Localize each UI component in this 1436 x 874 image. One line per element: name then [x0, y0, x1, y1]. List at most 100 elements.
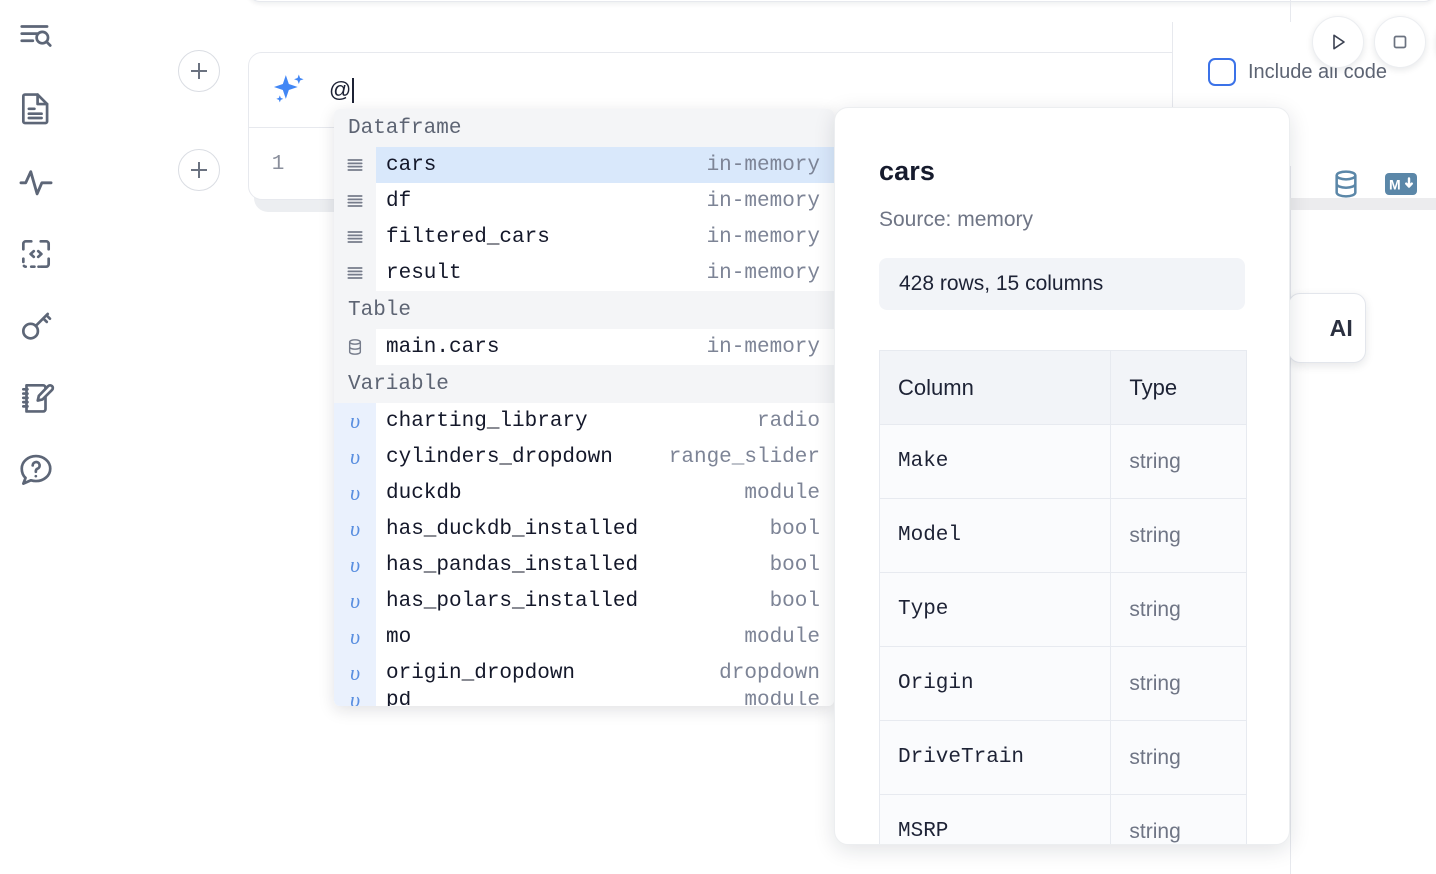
- code-editor-row[interactable]: 1: [249, 128, 1283, 199]
- autocomplete-item-body: origin_dropdown dropdown: [376, 655, 834, 691]
- ai-prompt-value: @: [329, 77, 352, 102]
- variable-icon: υ: [334, 511, 376, 547]
- autocomplete-item-type: in-memory: [706, 153, 820, 177]
- database-icon[interactable]: [1330, 168, 1362, 205]
- autocomplete-item[interactable]: main.cars in-memory: [334, 329, 834, 365]
- autocomplete-item-name: duckdb: [386, 481, 462, 505]
- autocomplete-item[interactable]: cars in-memory: [334, 147, 834, 183]
- autocomplete-item-name: pd: [386, 691, 412, 706]
- cell-column-type: string: [1110, 646, 1247, 721]
- autocomplete-item-body: cars in-memory: [376, 147, 834, 183]
- column-header-column: Column: [878, 350, 1112, 425]
- autocomplete-item-type: module: [744, 625, 820, 649]
- autocomplete-item-type: in-memory: [706, 225, 820, 249]
- include-all-code-toggle[interactable]: Include all code: [1208, 58, 1387, 86]
- autocomplete-group-header: Dataframe: [334, 109, 834, 147]
- table-header-row: Column Type: [878, 350, 1247, 425]
- autocomplete-item-type: bool: [769, 589, 820, 613]
- variable-icon: υ: [334, 475, 376, 511]
- cell-column-name: Origin: [878, 646, 1112, 721]
- sparkle-icon: [267, 68, 311, 112]
- activity-icon[interactable]: [14, 160, 58, 204]
- autocomplete-item-name: main.cars: [386, 335, 500, 359]
- file-explorer-icon[interactable]: [14, 14, 58, 58]
- cell-toolbar-pane: Include all code: [1172, 0, 1436, 250]
- autocomplete-item-name: cars: [386, 153, 437, 177]
- cell-separator-strip: [1290, 198, 1436, 210]
- embed-code-icon[interactable]: [14, 232, 58, 276]
- ai-prompt-input[interactable]: @: [311, 53, 1283, 127]
- svg-text:M: M: [1389, 177, 1401, 193]
- autocomplete-item[interactable]: υ origin_dropdown dropdown: [334, 655, 834, 691]
- variable-icon: υ: [334, 619, 376, 655]
- cell-column-type: string: [1110, 794, 1247, 844]
- cell-column-type: string: [1110, 498, 1247, 573]
- add-cell-above-button[interactable]: [178, 50, 220, 92]
- autocomplete-item-type: dropdown: [719, 661, 820, 685]
- stop-button[interactable]: [1374, 16, 1426, 68]
- cell-column-type: string: [1110, 720, 1247, 795]
- autocomplete-item-type: module: [744, 481, 820, 505]
- document-icon[interactable]: [14, 86, 58, 130]
- variable-icon: υ: [334, 655, 376, 691]
- scratchpad-icon[interactable]: [14, 376, 58, 420]
- preview-source: Source: memory: [879, 208, 1034, 231]
- autocomplete-group-header: Variable: [334, 365, 834, 403]
- autocomplete-item-name: has_pandas_installed: [386, 553, 639, 577]
- add-cell-below-button[interactable]: [178, 149, 220, 191]
- autocomplete-item-type: in-memory: [706, 335, 820, 359]
- autocomplete-item-name: origin_dropdown: [386, 661, 576, 685]
- autocomplete-item-name: df: [386, 189, 412, 213]
- autocomplete-item-name: cylinders_dropdown: [386, 445, 613, 469]
- ai-tooltip-card[interactable]: AI: [1288, 293, 1366, 363]
- dataframe-icon: [334, 255, 376, 291]
- autocomplete-item-body: main.cars in-memory: [376, 329, 834, 365]
- autocomplete-item-name: has_duckdb_installed: [386, 517, 639, 541]
- markdown-icon[interactable]: M: [1384, 171, 1418, 202]
- dataframe-preview-panel: cars Source: memory 428 rows, 15 columns…: [834, 107, 1290, 845]
- column-header-type: Type: [1110, 350, 1247, 425]
- run-button[interactable]: [1312, 16, 1364, 68]
- cell-output-icons: M: [1330, 168, 1418, 205]
- autocomplete-item-type: radio: [756, 409, 820, 433]
- cell-column-name: MSRP: [878, 794, 1112, 844]
- include-all-code-checkbox[interactable]: [1208, 58, 1236, 86]
- key-icon[interactable]: [14, 304, 58, 348]
- autocomplete-item-body: duckdb module: [376, 475, 834, 511]
- autocomplete-item-type: in-memory: [706, 261, 820, 285]
- table-icon: [334, 329, 376, 365]
- cell-column-name: Type: [878, 572, 1112, 647]
- autocomplete-item-type: bool: [769, 553, 820, 577]
- include-all-code-label: Include all code: [1248, 60, 1387, 83]
- dataframe-icon: [334, 219, 376, 255]
- variable-icon: υ: [334, 583, 376, 619]
- help-chat-icon[interactable]: [14, 448, 58, 492]
